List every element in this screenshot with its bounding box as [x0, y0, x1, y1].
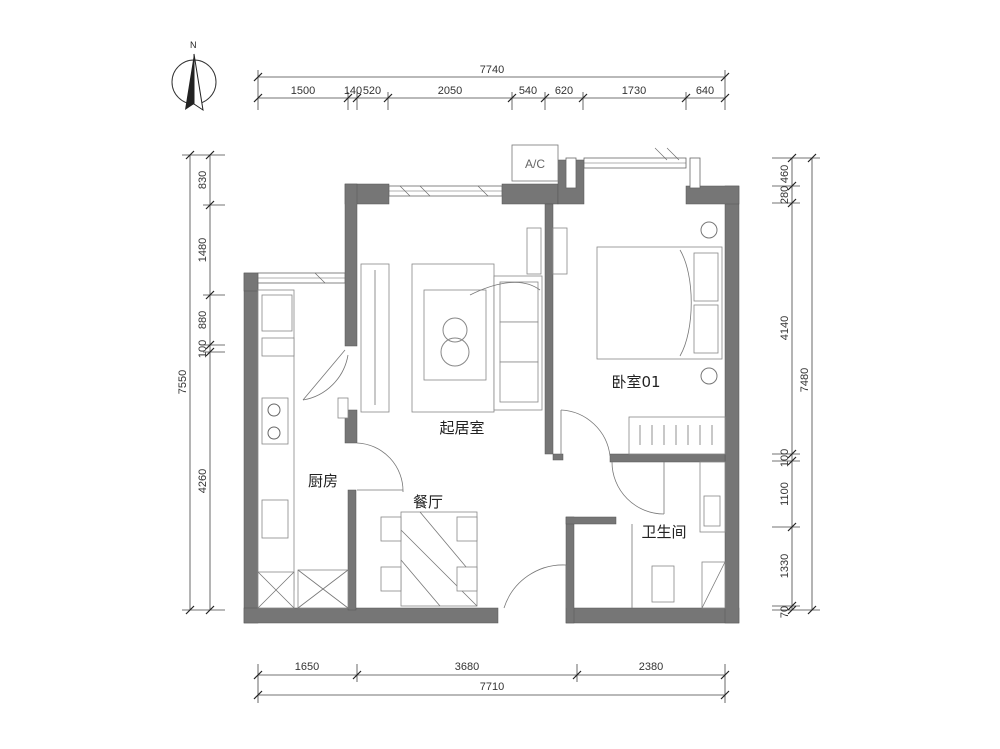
- dim-top-8: 640: [696, 85, 714, 97]
- dim-top-7: 1730: [622, 85, 646, 97]
- doors: [302, 349, 665, 609]
- dim-bottom-1: 1650: [295, 661, 319, 673]
- dim-top-6: 620: [555, 85, 573, 97]
- dim-right-3: 4140: [779, 316, 791, 340]
- dim-left-3: 880: [197, 311, 209, 329]
- dim-bottom-total: 7710: [480, 681, 504, 693]
- dim-right-6: 1330: [779, 554, 791, 578]
- radiator: [526, 227, 542, 275]
- room-bathroom-label: 卫生间: [641, 523, 686, 541]
- bottom-dimensions: 1650 3680 2380 7710: [253, 661, 730, 703]
- wardrobe: [628, 416, 726, 455]
- room-dining-label: 餐厅: [413, 493, 443, 511]
- dim-left-1: 830: [197, 171, 209, 189]
- stove: [261, 397, 289, 445]
- dim-right-2: 280: [779, 186, 791, 204]
- left-dimensions: 7550 830 1480 880 100 4260: [177, 150, 225, 615]
- top-dimensions: 7740 1500 140 520 2050 540 620 1730 640: [253, 64, 730, 110]
- dim-top-2: 140: [344, 85, 362, 97]
- right-dimensions: 460 280 4140 100 1100 1330 70 7480: [772, 153, 820, 618]
- bathroom-fixtures: [631, 461, 726, 609]
- dim-right-1: 460: [779, 165, 791, 183]
- room-labels: 起居室 卧室01 厨房 餐厅 卫生间: [308, 373, 687, 541]
- dim-top-5: 540: [519, 85, 537, 97]
- room-living-label: 起居室: [439, 419, 484, 437]
- fridge: [261, 294, 293, 332]
- ac-label: A/C: [525, 157, 545, 171]
- dim-left-4: 100: [197, 340, 209, 358]
- room-kitchen-label: 厨房: [308, 472, 338, 490]
- toilet: [651, 565, 675, 603]
- dim-right-5: 1100: [779, 482, 791, 506]
- dim-right-4: 100: [779, 449, 791, 467]
- dim-right-7: 70: [779, 606, 791, 618]
- living-furniture: [337, 227, 568, 419]
- dim-left-5: 4260: [197, 469, 209, 493]
- bedroom-furniture: [596, 221, 726, 455]
- dim-left-total: 7550: [177, 370, 189, 394]
- dim-top-3: 520: [363, 85, 381, 97]
- room-bedroom-label: 卧室01: [611, 373, 660, 391]
- windows: A/C: [257, 144, 701, 284]
- dim-top-4: 2050: [438, 85, 462, 97]
- dim-bottom-2: 3680: [455, 661, 479, 673]
- dim-left-2: 1480: [197, 238, 209, 262]
- dining-furniture: [380, 511, 478, 607]
- north-label: N: [190, 40, 197, 50]
- dim-bottom-3: 2380: [639, 661, 663, 673]
- kitchen-fixtures: [257, 289, 349, 609]
- dim-right-total: 7480: [799, 368, 811, 392]
- north-arrow: N: [171, 40, 217, 112]
- ac-unit: [511, 144, 559, 182]
- coffee-table: [423, 289, 487, 381]
- dim-top-total: 7740: [480, 64, 504, 76]
- dim-top-1: 1500: [291, 85, 315, 97]
- walls: [243, 159, 740, 624]
- sink: [261, 499, 289, 539]
